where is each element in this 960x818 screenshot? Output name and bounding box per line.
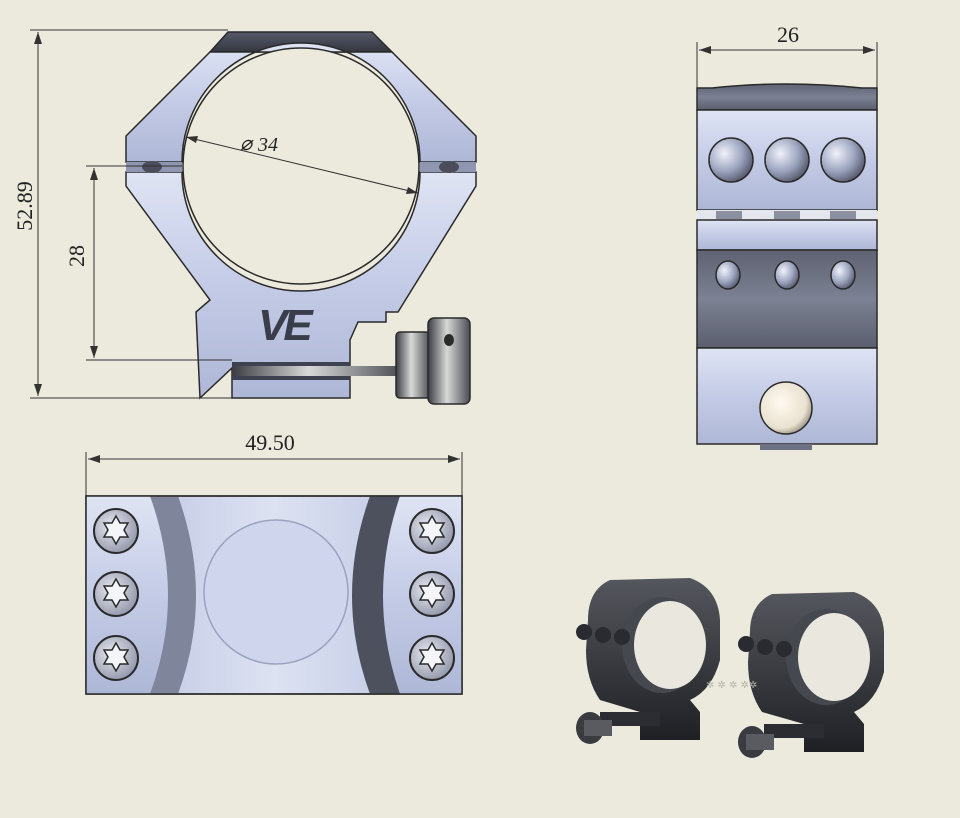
recoil-pin-icon xyxy=(759,381,813,435)
length-label: 49.50 xyxy=(245,430,295,455)
side-top-band xyxy=(696,83,878,111)
cross-bolt-rod xyxy=(232,366,402,376)
band-hole-2-icon xyxy=(774,260,800,290)
cross-bolt-nut-icon xyxy=(395,317,471,405)
product-photo: ✲ ✲ ✲ ✲✲ xyxy=(576,578,884,758)
cap-hole-2-icon xyxy=(764,137,810,183)
split-tip-1 xyxy=(716,211,742,219)
ring-bore xyxy=(182,47,420,285)
front-upper-cap xyxy=(125,42,477,163)
width-arrow-right-icon xyxy=(863,46,875,54)
total-height-label: 52.89 xyxy=(12,181,37,231)
band-hole-3-icon xyxy=(830,260,856,290)
band-hole-1-icon xyxy=(715,260,741,290)
width-arrow-left-icon xyxy=(699,46,711,54)
diameter-dim-line xyxy=(185,136,419,194)
torx-screw-left-1-icon xyxy=(93,508,139,554)
torx-screw-right-2-icon xyxy=(409,571,455,617)
total-height-arrow-bottom-icon xyxy=(34,384,42,396)
diameter-arrow-right-icon xyxy=(406,187,418,194)
product-ring-right xyxy=(738,592,884,758)
center-height-arrow-top-icon xyxy=(90,168,98,180)
cap-hole-3-icon xyxy=(820,137,866,183)
split-screw-left-icon xyxy=(142,161,162,173)
length-arrow-right-icon xyxy=(448,455,460,463)
cap-hole-1-icon xyxy=(708,137,754,183)
torx-screw-left-2-icon xyxy=(93,571,139,617)
diameter-arrow-left-icon xyxy=(186,136,198,143)
torx-screw-right-1-icon xyxy=(409,508,455,554)
top-tube-circle xyxy=(203,519,349,665)
split-tip-3 xyxy=(830,211,856,219)
length-arrow-left-icon xyxy=(88,455,100,463)
watermark: ✲ ✲ ✲ ✲✲ xyxy=(706,680,757,691)
product-ring-left xyxy=(576,578,720,744)
front-view: VE ⌀ 34 52.89 28 xyxy=(12,29,477,405)
torx-screw-left-3-icon xyxy=(93,635,139,681)
split-tip-2 xyxy=(774,211,800,219)
diameter-symbol: ⌀ xyxy=(240,133,254,155)
front-lower-body xyxy=(125,171,477,400)
top-view: 49.50 xyxy=(85,430,463,695)
torx-screw-right-3-icon xyxy=(409,635,455,681)
total-height-arrow-top-icon xyxy=(34,32,42,44)
width-label: 26 xyxy=(777,22,799,47)
center-height-label: 28 xyxy=(64,245,89,267)
diameter-label: 34 xyxy=(257,134,278,156)
center-height-arrow-bottom-icon xyxy=(90,346,98,358)
brand-logo: VE xyxy=(258,301,314,350)
side-view: 26 xyxy=(696,22,878,450)
side-base-foot xyxy=(760,444,812,450)
side-lower-upper xyxy=(696,219,878,251)
split-screw-right-icon xyxy=(439,161,459,173)
top-plate-border xyxy=(85,495,463,695)
